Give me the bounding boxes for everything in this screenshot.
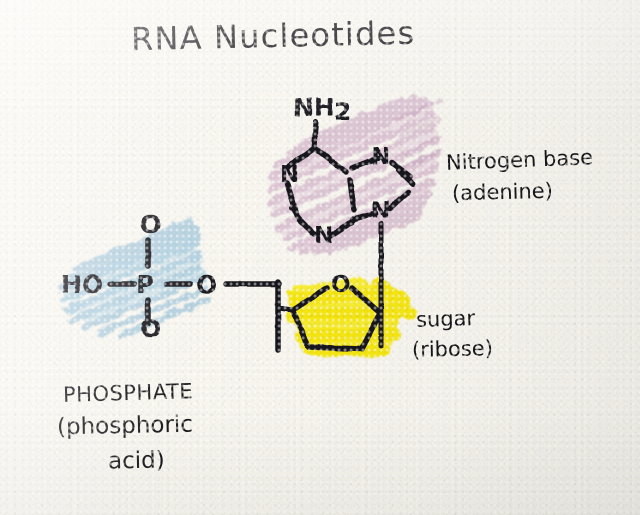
ring-nitrogen-n7: N xyxy=(371,144,390,170)
phosphate-sublabel-line1: (phosphoric xyxy=(56,411,194,441)
amine-nitrogen-atom: NH xyxy=(293,93,335,122)
phosphate-sublabel-line2: acid) xyxy=(107,447,165,475)
hydroxyl-group: HO xyxy=(61,270,103,299)
ring-nitrogen-n9: N xyxy=(371,198,390,224)
amine-subscript: 2 xyxy=(334,97,351,126)
page-title: RNA Nucleotides xyxy=(130,13,416,59)
ring-nitrogen-n3: N xyxy=(314,223,333,249)
ring-nitrogen-n1: N xyxy=(280,162,299,188)
nitrogen-base-label: Nitrogen base xyxy=(445,145,594,175)
bridge-oxygen-atom: O xyxy=(196,270,217,299)
sugar-ring-oxygen: O xyxy=(331,272,351,298)
sugar-label: sugar xyxy=(415,306,476,332)
phosphate-oxygen-top: O xyxy=(140,210,161,239)
nitrogen-base-sublabel: (adenine) xyxy=(451,178,554,206)
sugar-sublabel: (ribose) xyxy=(411,336,494,362)
phosphate-label: PHOSPHATE xyxy=(62,379,194,407)
phosphorus-atom: P xyxy=(136,270,154,299)
